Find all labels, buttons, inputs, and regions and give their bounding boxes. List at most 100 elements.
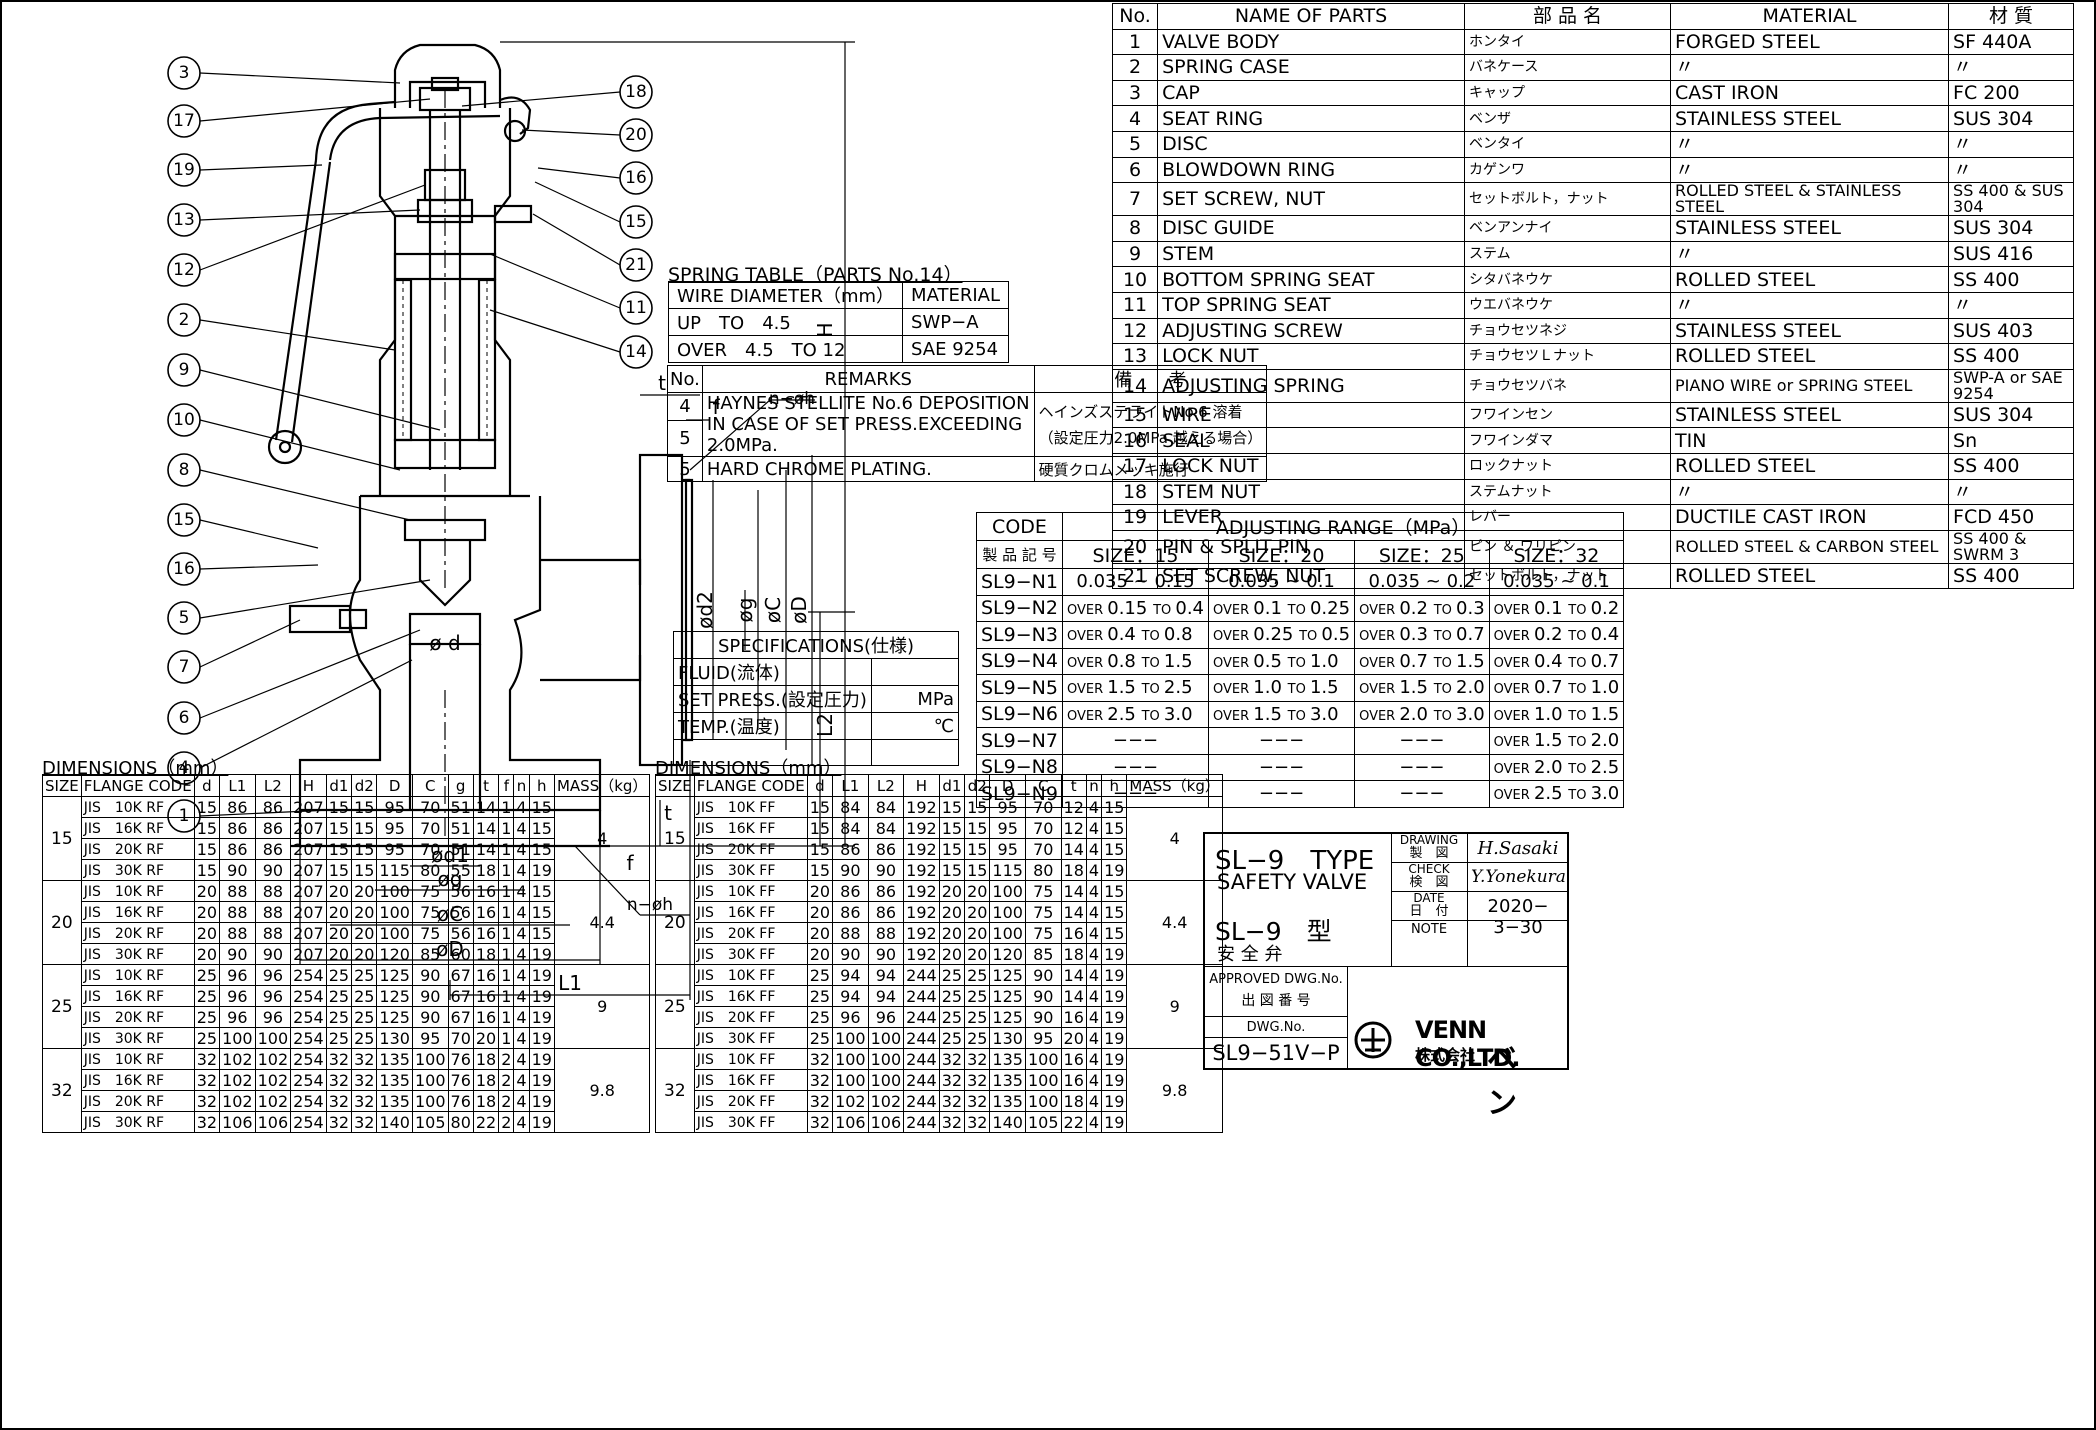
dims-cell: 192 bbox=[903, 859, 940, 881]
dims-cell: 86 bbox=[832, 880, 869, 902]
range-high: 0.4 bbox=[1175, 597, 1205, 619]
dims-cell: 20 bbox=[325, 880, 353, 902]
dims-cell: 25 bbox=[964, 964, 991, 986]
dims-cell: 4 bbox=[1085, 901, 1103, 923]
adj-cell: OVER 0.4 TO 0.8 bbox=[1061, 621, 1210, 649]
to-word: TO bbox=[1433, 708, 1457, 724]
dims-cell: 15 bbox=[964, 859, 991, 881]
remarks-line: HAYNES STELLITE No.6 DEPOSITION bbox=[706, 393, 1030, 414]
dims-cell: 15 bbox=[528, 796, 555, 818]
over-word: OVER bbox=[1213, 708, 1254, 724]
adj-cell: −−− bbox=[1354, 727, 1490, 755]
dims-cell: 244 bbox=[903, 1006, 940, 1028]
range-low: 0.15 bbox=[1107, 597, 1154, 619]
range-high: 1.5 bbox=[1163, 650, 1193, 672]
dims-cell: JIS 16K RF bbox=[80, 1069, 195, 1091]
dims-cell: 32 bbox=[351, 1048, 378, 1070]
balloon: 5 bbox=[179, 608, 190, 628]
parts-cell: ROLLED STEEL & STAINLESS STEEL bbox=[1669, 182, 1950, 217]
over-word: OVER bbox=[1359, 602, 1400, 618]
balloon: 19 bbox=[173, 160, 195, 180]
parts-cell: 12 bbox=[1111, 317, 1159, 345]
dims-cell: 20 bbox=[472, 1027, 500, 1049]
balloon: 6 bbox=[179, 708, 190, 728]
to-word: TO bbox=[1568, 708, 1591, 724]
dims-size-cell: 20 bbox=[42, 880, 82, 965]
dims-cell: 67 bbox=[447, 964, 474, 986]
range-high: 1.5 bbox=[1309, 677, 1339, 699]
dims-cell: 19 bbox=[1101, 1027, 1128, 1049]
dims-cell: 25 bbox=[938, 985, 966, 1007]
col-header: 部 品 名 bbox=[1464, 3, 1671, 30]
dims-cell: 4 bbox=[513, 943, 530, 965]
parts-cell: BLOWDOWN RING bbox=[1157, 156, 1466, 184]
col-header: MATERIAL bbox=[1669, 3, 1950, 30]
size-header: SIZE：20 bbox=[1208, 540, 1356, 569]
to-word: TO bbox=[1141, 682, 1164, 698]
balloon: 16 bbox=[173, 559, 195, 579]
over-word: OVER bbox=[1213, 602, 1254, 618]
adj-cell: OVER 0.5 TO 1.0 bbox=[1208, 647, 1356, 675]
dims-cell: 254 bbox=[290, 1027, 327, 1049]
range-high: 1.5 bbox=[1590, 703, 1620, 725]
dims-cell: 15 bbox=[528, 901, 555, 923]
to-word: TO bbox=[1299, 629, 1322, 645]
dims-cell: 90 bbox=[254, 943, 292, 965]
col-header: No. bbox=[1111, 3, 1159, 30]
dims-col-header: D bbox=[989, 774, 1026, 797]
dims-cell: 4 bbox=[1085, 838, 1103, 860]
dims-cell: JIS 20K FF bbox=[693, 838, 808, 860]
dims-col-header: SIZE bbox=[42, 774, 82, 797]
dims-cell: 244 bbox=[903, 1090, 940, 1112]
dims-cell: 95 bbox=[376, 796, 413, 818]
parts-cell: SUS 304 bbox=[1948, 401, 2074, 429]
range-low: 1.5 bbox=[1533, 730, 1569, 752]
balloon: 18 bbox=[625, 82, 647, 102]
dims-col-header: d bbox=[193, 774, 221, 797]
dims-cell: 100 bbox=[376, 901, 413, 923]
dims-cell: 207 bbox=[290, 901, 327, 923]
dims-cell: 16 bbox=[472, 985, 500, 1007]
dims-size-cell: 25 bbox=[655, 964, 695, 1049]
drawing-label: DRAWING bbox=[1399, 833, 1459, 847]
adj-cell: 0.035 ~ 0.2 bbox=[1354, 568, 1490, 596]
dims-cell: 14 bbox=[472, 838, 500, 860]
dims-cell: 86 bbox=[867, 880, 905, 902]
dims-cell: 19 bbox=[528, 859, 555, 881]
dims-cell: 70 bbox=[447, 1027, 474, 1049]
dims-col-header: d2 bbox=[964, 774, 991, 797]
dim-d: ø d bbox=[429, 631, 460, 655]
dim-d2: ød2 bbox=[693, 591, 717, 629]
adj-cell: OVER 0.2 TO 0.3 bbox=[1354, 594, 1490, 622]
dims-cell: 25 bbox=[351, 964, 378, 986]
adj-title: ADJUSTING RANGE（MPa） bbox=[1061, 512, 1625, 541]
dims-cell: 135 bbox=[989, 1069, 1026, 1091]
dims-cell: 15 bbox=[964, 796, 991, 818]
dims-cell: 135 bbox=[376, 1048, 413, 1070]
dims-cell: 254 bbox=[290, 964, 327, 986]
range-low: 0.2 bbox=[1399, 597, 1434, 619]
dims-cell: 15 bbox=[193, 817, 221, 839]
dims-cell: 80 bbox=[411, 859, 449, 881]
dims-cell: 4 bbox=[513, 964, 530, 986]
range-low: 2.5 bbox=[1533, 783, 1569, 805]
dims-size-cell: 20 bbox=[655, 880, 695, 965]
company-seal-icon bbox=[1354, 1021, 1392, 1059]
adj-cell: 0.035 ~ 0.1 bbox=[1208, 568, 1356, 596]
dims-cell: 120 bbox=[989, 943, 1026, 965]
parts-cell: 〃 bbox=[1669, 291, 1950, 319]
to-word: TO bbox=[1141, 655, 1164, 671]
to-word: TO bbox=[1287, 682, 1310, 698]
drawing-label-jp: 製 図 bbox=[1409, 846, 1449, 861]
dims-cell: 4 bbox=[513, 817, 530, 839]
spring-table: WIRE DIAMETER（mm） MATERIAL UP TO 4.5 SWP… bbox=[667, 281, 1010, 363]
